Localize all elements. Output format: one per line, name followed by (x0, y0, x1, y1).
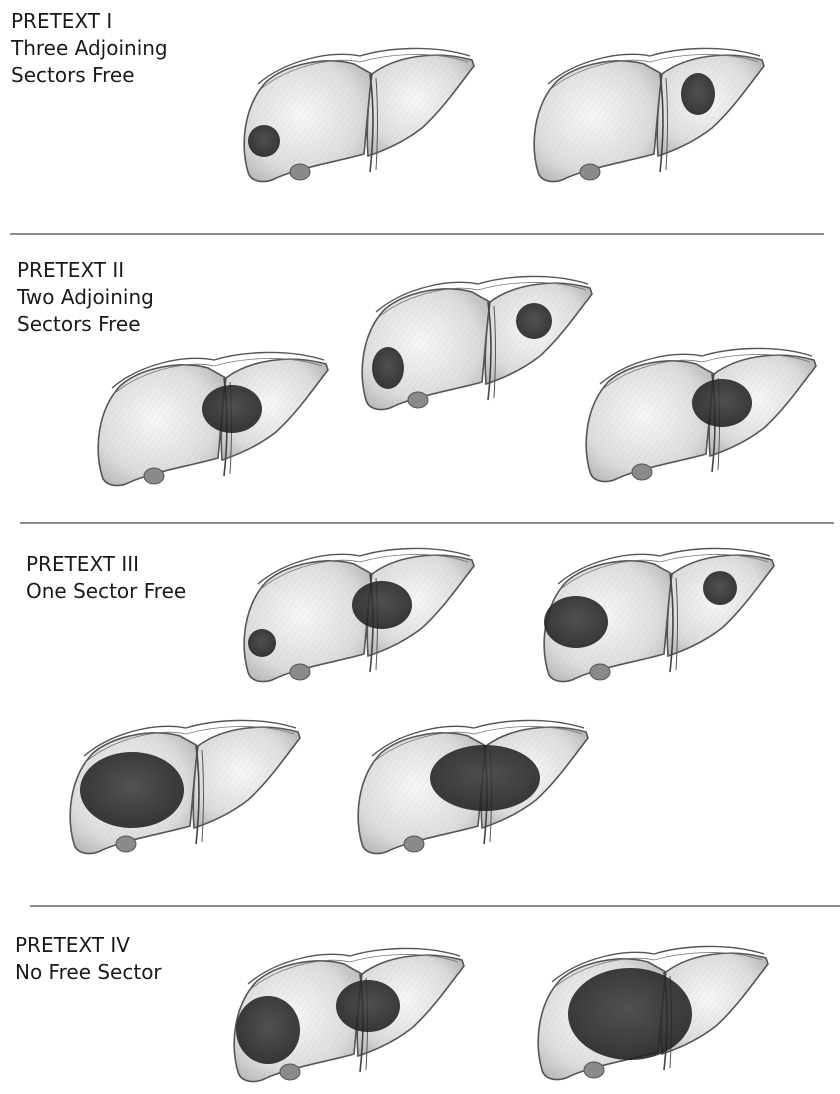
liver-illustration (350, 716, 590, 866)
section-title: PRETEXT II (17, 257, 154, 284)
section-subtitle-line: Two Adjoining (17, 284, 154, 311)
section-label-pretext-iv: PRETEXT IV No Free Sector (15, 932, 162, 986)
section-label-pretext-iii: PRETEXT III One Sector Free (26, 551, 186, 605)
liver-illustration (354, 272, 594, 422)
tumor-mass (248, 629, 276, 657)
liver-illustration (530, 942, 770, 1092)
tumor-mass (236, 996, 300, 1064)
tumor-mass (703, 571, 737, 605)
liver-illustration (90, 348, 330, 498)
section-divider (20, 522, 834, 524)
tumor-mass (372, 347, 404, 389)
tumor-mass (352, 581, 412, 629)
section-title: PRETEXT III (26, 551, 186, 578)
tumor-mass (336, 980, 400, 1032)
liver-illustration (236, 44, 476, 194)
section-subtitle-line: Sectors Free (11, 62, 168, 89)
liver-illustration (62, 716, 302, 866)
liver-illustration (578, 344, 818, 494)
section-divider (10, 233, 824, 235)
tumor-mass (544, 596, 608, 648)
tumor-mass (516, 303, 552, 339)
tumor-mass (248, 125, 280, 157)
liver-illustration (526, 44, 766, 194)
section-divider (30, 905, 840, 907)
tumor-mass (692, 379, 752, 427)
section-title: PRETEXT IV (15, 932, 162, 959)
tumor-mass (202, 385, 262, 433)
section-title: PRETEXT I (11, 8, 168, 35)
tumor-mass (568, 968, 692, 1060)
tumor-mass (430, 745, 540, 811)
section-label-pretext-i: PRETEXT I Three Adjoining Sectors Free (11, 8, 168, 89)
section-subtitle-line: Sectors Free (17, 311, 154, 338)
liver-illustration (226, 944, 466, 1094)
liver-illustration (536, 544, 776, 694)
liver-illustration (236, 544, 476, 694)
tumor-mass (80, 752, 184, 828)
section-subtitle-line: Three Adjoining (11, 35, 168, 62)
section-subtitle-line: No Free Sector (15, 959, 162, 986)
tumor-mass (681, 73, 715, 115)
section-subtitle-line: One Sector Free (26, 578, 186, 605)
section-label-pretext-ii: PRETEXT II Two Adjoining Sectors Free (17, 257, 154, 338)
